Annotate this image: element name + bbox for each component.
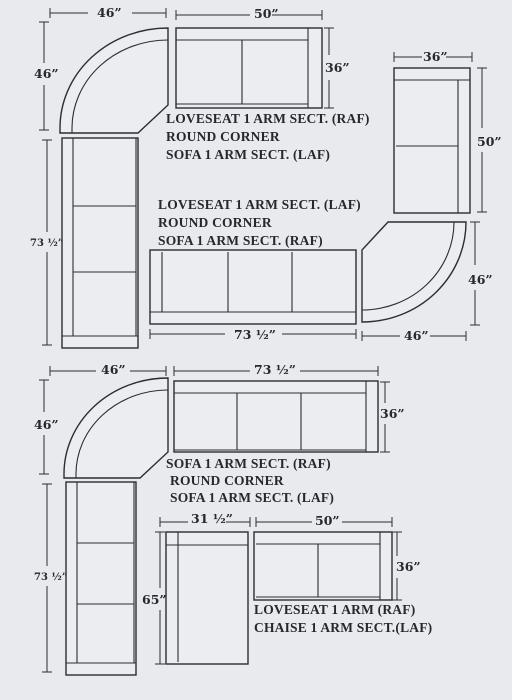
dim-line-sofa-length-2 xyxy=(149,329,357,339)
chaise-back-line xyxy=(166,532,248,662)
sofa-raf-3 xyxy=(173,380,379,453)
chaise-outline xyxy=(165,531,249,665)
round-corner-2 xyxy=(361,221,467,323)
dim-line-corner-width xyxy=(49,8,167,18)
dim-corner-height: 46” xyxy=(34,66,59,81)
dim-loveseat-length-2: 50” xyxy=(477,134,502,149)
corner-back-line xyxy=(71,39,169,133)
dim-loveseat-width-4: 50” xyxy=(315,513,340,528)
dim-line-corner-height-2 xyxy=(470,221,480,326)
loveseat-laf-2 xyxy=(393,67,471,214)
dim-sofa-depth-3: 36” xyxy=(380,406,405,421)
diagram-2: 36” 50” 46” 46” 73 ½” LOVESEAT 1 ARM SEC… xyxy=(149,49,502,343)
round-corner-3 xyxy=(63,377,169,479)
dim-chaise-width: 31 ½” xyxy=(191,511,233,526)
corner-outline-2 xyxy=(361,221,467,323)
dim-line-corner-width-3 xyxy=(49,366,167,376)
dim-line-chaise-width xyxy=(159,517,251,527)
dim-line-corner-width-2 xyxy=(361,331,467,341)
loveseat-raf-1 xyxy=(175,27,323,109)
diagram-3: 46” 46” 73 ½” 36” 73 ½” SOFA 1 ARM SECT.… xyxy=(34,362,405,676)
label-2-line-1: LOVESEAT 1 ARM SECT. (LAF) xyxy=(158,197,361,212)
corner-outline xyxy=(59,27,169,134)
label-3-line-1: SOFA 1 ARM SECT. (RAF) xyxy=(166,456,331,471)
sofa-cushions-3b xyxy=(66,482,136,664)
sofa-cushions xyxy=(62,138,138,337)
dim-line-sofa-length-3 xyxy=(173,366,379,376)
dim-line-loveseat-depth xyxy=(324,27,334,109)
diagram-4: 31 ½” 65” 50” 36” LOVESEAT 1 ARM (RAF) C… xyxy=(142,511,432,665)
label-1-line-1: LOVESEAT 1 ARM SECT. (RAF) xyxy=(166,111,370,126)
dim-corner-width: 46” xyxy=(97,5,122,20)
dim-sofa-length-2: 73 ½” xyxy=(234,327,276,342)
label-2-line-2: ROUND CORNER xyxy=(158,215,272,230)
sofa-laf-1 xyxy=(61,137,139,349)
sofa-outline xyxy=(61,137,139,349)
loveseat-outline-4 xyxy=(253,531,393,601)
dimension-lines-3 xyxy=(39,366,390,673)
dim-sofa-length-3: 73 ½” xyxy=(254,362,296,377)
sofa-outline-3b xyxy=(65,481,137,676)
label-3-line-2: ROUND CORNER xyxy=(170,473,284,488)
dim-line-corner-height-3 xyxy=(39,379,49,475)
dim-corner-height-3: 46” xyxy=(34,417,59,432)
label-4-line-2: CHAISE 1 ARM SECT.(LAF) xyxy=(254,620,432,635)
loveseat-cushions xyxy=(176,28,309,108)
dim-loveseat-width: 50” xyxy=(254,6,279,21)
label-4-line-1: LOVESEAT 1 ARM (RAF) xyxy=(254,602,415,617)
sofa-laf-3 xyxy=(65,481,137,676)
sofa-cushions-3 xyxy=(174,381,367,452)
sofa-outline-3 xyxy=(173,380,379,453)
sofa-raf-2 xyxy=(149,249,357,325)
dimension-lines-1 xyxy=(39,8,334,346)
dim-sofa-length: 73 ½” xyxy=(30,238,64,249)
loveseat-cushions-4 xyxy=(256,532,381,600)
dim-corner-height-2: 46” xyxy=(468,272,493,287)
dimension-lines-4 xyxy=(155,517,402,665)
dim-line-sofa-depth-3 xyxy=(380,381,390,453)
dim-corner-width-3: 46” xyxy=(101,362,126,377)
loveseat-cushions-2 xyxy=(394,79,470,213)
dim-line-loveseat-depth-4 xyxy=(392,531,402,601)
dim-left-sofa-length-3: 73 ½” xyxy=(34,572,68,583)
corner-back-line-2 xyxy=(361,221,455,311)
dim-corner-width-2: 46” xyxy=(404,328,429,343)
chaise-laf-4 xyxy=(165,531,249,665)
label-3-line-3: SOFA 1 ARM SECT. (LAF) xyxy=(170,490,334,505)
label-1-line-3: SOFA 1 ARM SECT. (LAF) xyxy=(166,147,330,162)
round-corner-1 xyxy=(59,27,169,134)
dimension-lines-2 xyxy=(149,52,487,341)
dim-line-loveseat-width xyxy=(175,10,323,20)
dim-loveseat-width-2: 36” xyxy=(423,49,448,64)
sofa-outline-2 xyxy=(149,249,357,325)
dim-line-loveseat-width-2 xyxy=(393,52,473,62)
sofa-cushions-2 xyxy=(150,252,356,313)
corner-back-line-3 xyxy=(75,389,169,478)
dim-line-left-sofa-3 xyxy=(42,483,52,673)
dim-line-corner-height xyxy=(39,21,49,131)
loveseat-raf-4 xyxy=(253,531,393,601)
diagram-1: 46” 46” 50” 36” 73 ½” LOVESEAT 1 ARM SEC… xyxy=(30,5,370,349)
dim-line-loveseat-width-4 xyxy=(255,517,393,527)
dim-chaise-length: 65” xyxy=(142,592,167,607)
dim-loveseat-depth: 36” xyxy=(325,60,350,75)
dim-loveseat-depth-4: 36” xyxy=(396,559,421,574)
loveseat-outline xyxy=(175,27,323,109)
corner-outline-3 xyxy=(63,377,169,479)
dim-line-loveseat-length-2 xyxy=(477,67,487,213)
loveseat-outline-2 xyxy=(393,67,471,214)
label-1-line-2: ROUND CORNER xyxy=(166,129,280,144)
label-2-line-3: SOFA 1 ARM SECT. (RAF) xyxy=(158,233,323,248)
dim-line-chaise-length xyxy=(155,531,165,665)
dim-line-sofa-length xyxy=(42,139,52,346)
